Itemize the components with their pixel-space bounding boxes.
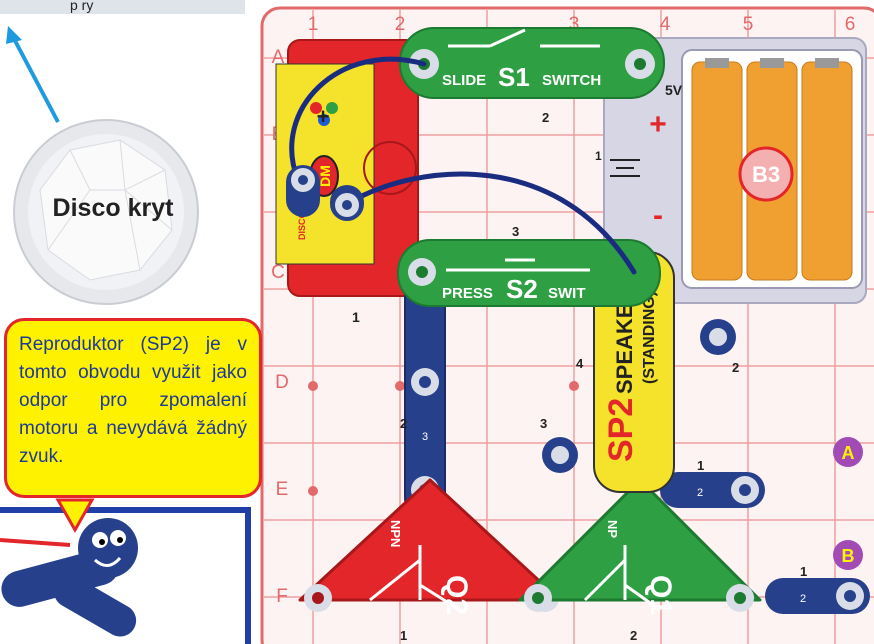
s1-level: 2 [542,110,549,125]
snap-2-level: 2 [400,416,407,431]
s2-word2: SWIT [548,285,586,302]
q2-level: 1 [400,628,407,643]
snap-2-num: 3 [422,431,428,443]
col-label-4: 4 [660,14,671,35]
battery-plus: + [649,108,667,141]
col-label-1: 1 [308,14,319,35]
point-b-marker: B [833,540,863,570]
col-label-5: 5 [743,14,754,35]
svg-text:+: + [317,104,330,129]
top-fragment-text: p ry [70,0,93,13]
stub-q-level: 3 [540,416,547,431]
point-b-label: B [842,546,855,566]
motor-level: 1 [352,309,360,325]
s2-code: S2 [506,274,538,304]
info-callout: Reproduktor (SP2) je v tomto obvodu využ… [4,318,262,498]
q2-code: Q2 [440,575,473,615]
point-a-label: A [842,443,855,463]
q1-code: Q1 [644,575,677,615]
battery-code: B3 [752,162,780,187]
battery-minus: - [653,199,663,232]
speaker-level: 4 [576,356,584,371]
s2-level: 3 [512,224,519,239]
s1-word2: SWITCH [542,72,601,89]
s1-code: S1 [498,62,530,92]
row-label-d: D [275,372,289,393]
s2-word1: PRESS [442,285,493,302]
snap-a-level: 1 [697,458,704,473]
battery-voltage: 5V [665,82,683,98]
battery-level: 1 [595,149,602,163]
q1-type: NP [605,520,620,538]
q1-level: 2 [630,628,637,643]
stub-speaker-level: 2 [732,360,739,375]
point-a-marker: A [833,437,863,467]
snap-b-level: 1 [800,564,807,579]
mascot-panel [0,500,248,644]
s1-word1: SLIDE [442,72,486,89]
speaker-text2: (STANDING) [641,291,658,384]
speaker-code: SP2 [602,398,640,462]
top-cropped-banner: p ry [0,0,245,14]
q2-type: NPN [388,520,403,547]
snap-b-num: 2 [800,593,806,605]
col-label-2: 2 [395,14,406,35]
row-label-f: F [276,586,288,607]
disco-cover-label: Disco kryt [18,194,208,223]
col-label-6: 6 [845,14,856,35]
row-label-e: E [276,479,289,500]
callout-text: Reproduktor (SP2) je v tomto obvodu využ… [19,334,247,467]
row-label-c: C [271,262,285,283]
snap-a-num: 2 [697,487,703,499]
